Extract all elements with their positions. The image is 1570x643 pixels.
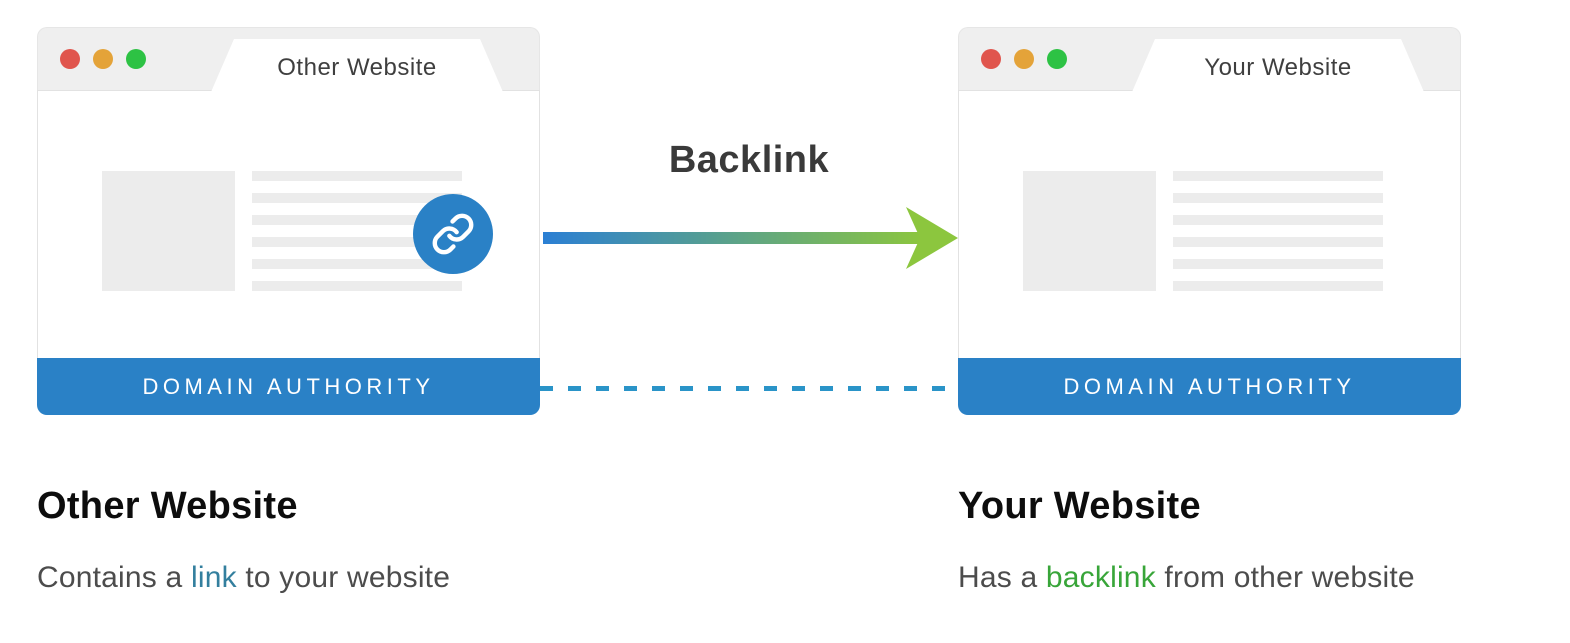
domain-authority-label: DOMAIN AUTHORITY: [1063, 373, 1356, 399]
close-dot-icon: [60, 49, 80, 69]
page-content-placeholder: [37, 90, 540, 358]
image-placeholder: [102, 171, 235, 291]
link-highlight: link: [190, 561, 237, 594]
browser-header: Other Website: [37, 27, 540, 90]
tab-title: Other Website: [277, 53, 437, 81]
domain-authority-bar-other: DOMAIN AUTHORITY: [37, 358, 540, 415]
link-badge: [413, 194, 493, 274]
text-placeholder-lines: [252, 171, 462, 291]
browser-window-your: Your Website DOMAIN AUTHORITY: [958, 27, 1461, 415]
backlink-arrow-label: Backlink: [668, 139, 830, 181]
browser-window-other: Other Website DOMAIN AUTHORITY: [37, 27, 540, 415]
caption-text: to your website: [236, 561, 451, 594]
caption-body-your: Has a backlink from other website: [958, 561, 1415, 595]
caption-text: Has a: [958, 561, 1046, 594]
tab-title: Your Website: [1204, 53, 1352, 81]
page-content-placeholder: [958, 90, 1461, 358]
domain-authority-bar-your: DOMAIN AUTHORITY: [958, 358, 1461, 415]
minimize-dot-icon: [1014, 49, 1034, 69]
minimize-dot-icon: [93, 49, 113, 69]
caption-body-other: Contains a link to your website: [37, 561, 450, 595]
caption-title-your: Your Website: [958, 485, 1201, 527]
browser-tab-other-website: Other Website: [211, 39, 503, 92]
backlink-highlight: backlink: [1045, 561, 1156, 594]
caption-title-other: Other Website: [37, 485, 298, 527]
domain-authority-label: DOMAIN AUTHORITY: [142, 373, 435, 399]
text-placeholder-lines: [1173, 171, 1383, 291]
browser-tab-your-website: Your Website: [1132, 39, 1424, 92]
caption-text: Contains a: [37, 561, 191, 594]
maximize-dot-icon: [126, 49, 146, 69]
browser-header: Your Website: [958, 27, 1461, 90]
window-controls: [981, 49, 1067, 69]
image-placeholder: [1023, 171, 1156, 291]
caption-text: from other website: [1155, 561, 1415, 594]
link-icon: [432, 213, 474, 255]
close-dot-icon: [981, 49, 1001, 69]
domain-authority-connector: [540, 386, 958, 391]
window-controls: [60, 49, 146, 69]
maximize-dot-icon: [1047, 49, 1067, 69]
backlink-arrow: [543, 207, 958, 269]
